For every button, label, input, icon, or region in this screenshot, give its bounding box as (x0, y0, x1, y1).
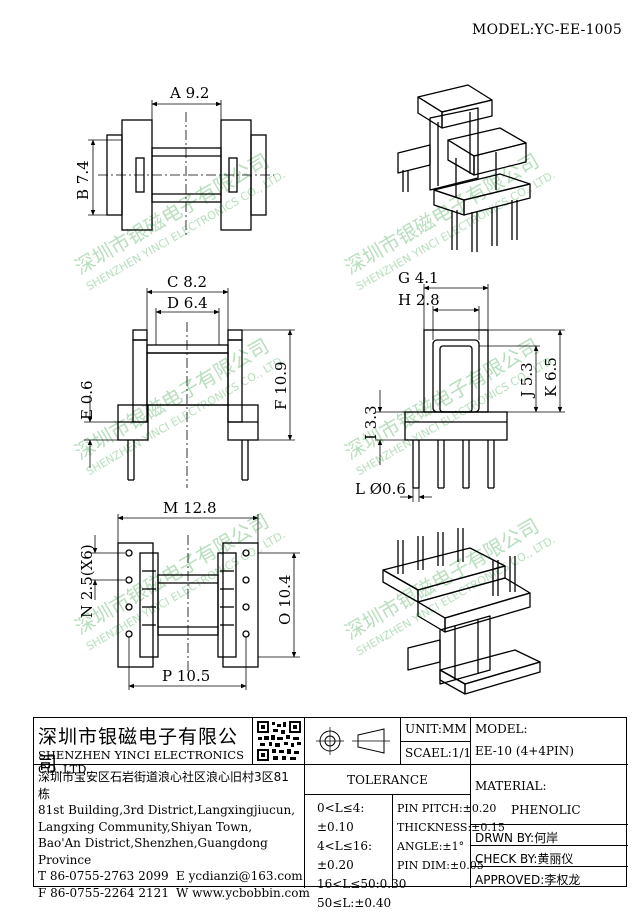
pin-dim: PIN DIM:±0.05 (397, 859, 484, 872)
contact-row-1: T 86-0755-2763 2099 E ycdianzi@163.com (38, 868, 303, 885)
dim-M (117, 514, 259, 543)
dim-A (151, 100, 222, 135)
model-value: EE-10 (4+4PIN) (475, 744, 574, 758)
company-name-cell: 深圳市银磁电子有限公司 SHENZHEN YINCI ELECTRONICS C… (34, 718, 252, 776)
address-en-line1: 81st Building,3rd District,Langxingjiucu… (38, 803, 296, 817)
tolerance-range-4: 50≤L:±0.40 (317, 896, 392, 910)
top-view (98, 112, 274, 238)
fax-text: F 86-0755-2264 2121 (38, 885, 169, 900)
dim-K (488, 329, 565, 413)
tolerance-range-2: 4<L≤16:±0.20 (317, 839, 373, 872)
qr-code-cell (252, 718, 304, 764)
tolerance-range-3: 16<L≤50:0.30 (317, 877, 407, 891)
projection-symbol-cell (304, 718, 400, 764)
pin-pitch: PIN PITCH:±0.20 (397, 802, 497, 815)
dim-B-label: B 7.4 (74, 160, 92, 200)
address-cell: 深圳市宝安区石岩街道浪心社区浪心旧村3区81栋 81st Building,3r… (34, 764, 310, 900)
company-name-en: SHENZHEN YINCI ELECTRONICS CO.,LTD. (38, 748, 244, 776)
title-block: 深圳市银磁电子有限公司 SHENZHEN YINCI ELECTRONICS C… (33, 717, 628, 910)
dim-D-label: D 6.4 (167, 294, 208, 312)
dim-N (90, 535, 125, 600)
model-label: MODEL: (475, 722, 528, 736)
dim-C (146, 288, 229, 330)
model-cell: MODEL: EE-10 (4+4PIN) (470, 718, 628, 764)
dim-H-label: H 2.8 (398, 291, 440, 309)
dim-E (84, 395, 118, 468)
scale-label: SCAEL:1/1 (405, 746, 472, 760)
svg-text:深圳市银磁电子有限公司: 深圳市银磁电子有限公司 (341, 514, 544, 645)
material-value: PHENOLIC (511, 803, 581, 817)
check-by: CHECK BY:黄丽仪 (475, 852, 574, 866)
dim-P-label: P 10.5 (162, 667, 210, 685)
drawn-by-cell: DRWN BY:何岸 (470, 824, 628, 845)
tolerance-title: TOLERANCE (347, 773, 428, 787)
dim-E-label: E 0.6 (78, 380, 96, 420)
svg-text:深圳市银磁电子有限公司: 深圳市银磁电子有限公司 (341, 334, 544, 465)
svg-text:深圳市银磁电子有限公司: 深圳市银磁电子有限公司 (71, 149, 274, 280)
drawn-by: DRWN BY:何岸 (475, 831, 559, 845)
address-en-line3: Bao'An District,Shenzhen,Guangdong Provi… (38, 836, 268, 867)
tolerance-header-cell: TOLERANCE (304, 764, 470, 794)
dim-A-label: A 9.2 (169, 84, 209, 102)
dim-G-label: G 4.1 (398, 269, 439, 287)
tolerance-ranges-cell: 0<L≤4:±0.10 4<L≤16:±0.20 16<L≤50:0.30 50… (304, 794, 406, 910)
email-text: E ycdianzi@163.com (176, 869, 303, 883)
thickness: THICKNESS:±0.15 (397, 821, 505, 834)
front-view (117, 322, 259, 488)
website-text: W www.ycbobbin.com (176, 885, 310, 900)
material-label: MATERIAL: (475, 779, 547, 793)
phone-text: T 86-0755-2763 2099 (38, 869, 169, 883)
dim-J (479, 345, 540, 413)
unit-label: UNIT:MM (405, 722, 467, 736)
dim-J-label: J 5.3 (518, 362, 536, 399)
tolerance-range-1: 0<L≤4:±0.10 (317, 801, 365, 834)
pin-spec-cell: PIN PITCH:±0.20 THICKNESS:±0.15 ANGLE:±1… (392, 794, 505, 888)
watermark-bottom-left: 深圳市银磁电子有限公司 SHENZHEN YINCI ELECTRONICS C… (71, 509, 288, 654)
dim-N-label: N 2.5(X6) (78, 544, 96, 618)
projection-symbol-icon (316, 727, 390, 755)
technical-drawing: 深圳市银磁电子有限公司 SHENZHEN YINCI ELECTRONICS C… (71, 84, 565, 695)
watermark-mid-right: 深圳市银磁电子有限公司 SHENZHEN YINCI ELECTRONICS C… (341, 334, 558, 479)
qr-code-icon (257, 721, 301, 761)
svg-text:SHENZHEN YINCI ELECTRONICS CO.: SHENZHEN YINCI ELECTRONICS CO., LTD. (84, 353, 288, 478)
dim-F (242, 329, 295, 441)
scale-cell: SCAEL:1/1 (400, 741, 472, 764)
watermark-top-left: 深圳市银磁电子有限公司 SHENZHEN YINCI ELECTRONICS C… (71, 149, 288, 294)
contact-row-2: F 86-0755-2264 2121 W www.ycbobbin.com (38, 885, 310, 902)
dim-M-label: M 12.8 (163, 499, 217, 517)
unit-cell: UNIT:MM (400, 718, 470, 741)
watermark-bottom-right: 深圳市银磁电子有限公司 SHENZHEN YINCI ELECTRONICS C… (341, 514, 558, 659)
dim-L (400, 488, 432, 502)
dim-G (423, 284, 489, 330)
watermark-top-right: 深圳市银磁电子有限公司 SHENZHEN YINCI ELECTRONICS C… (341, 149, 558, 294)
isometric-view-top (397, 84, 531, 252)
approved-by-cell: APPROVED:李权龙 (470, 866, 628, 888)
dim-H (432, 306, 480, 340)
dim-B (88, 139, 122, 216)
bottom-view (117, 535, 259, 675)
address-en-line2: Langxing Community,Shiyan Town, (38, 819, 253, 834)
model-header: MODEL:YC-EE-1005 (472, 22, 622, 38)
watermark-mid-left: 深圳市银磁电子有限公司 SHENZHEN YINCI ELECTRONICS C… (71, 334, 288, 479)
dim-L-label: L Ø0.6 (355, 480, 406, 498)
side-view (404, 329, 508, 489)
dim-F-label: F 10.9 (272, 361, 290, 410)
dim-I (375, 390, 405, 465)
dim-I-label: I 3.3 (362, 405, 380, 440)
address-cn: 深圳市宝安区石岩街道浪心社区浪心旧村3区81栋 (38, 770, 289, 801)
dim-D (155, 308, 220, 345)
svg-text:深圳市银磁电子有限公司: 深圳市银磁电子有限公司 (71, 509, 274, 640)
dim-K-label: K 6.5 (542, 357, 560, 397)
dim-O (258, 552, 300, 658)
approved-by: APPROVED:李权龙 (475, 873, 581, 887)
check-by-cell: CHECK BY:黄丽仪 (470, 845, 628, 866)
isometric-view-bottom (382, 528, 541, 695)
dim-C-label: C 8.2 (167, 273, 207, 291)
dim-O-label: O 10.4 (276, 575, 294, 625)
material-cell: MATERIAL: PHENOLIC (470, 764, 628, 824)
angle: ANGLE:±1° (397, 840, 465, 853)
dim-P (128, 637, 247, 690)
